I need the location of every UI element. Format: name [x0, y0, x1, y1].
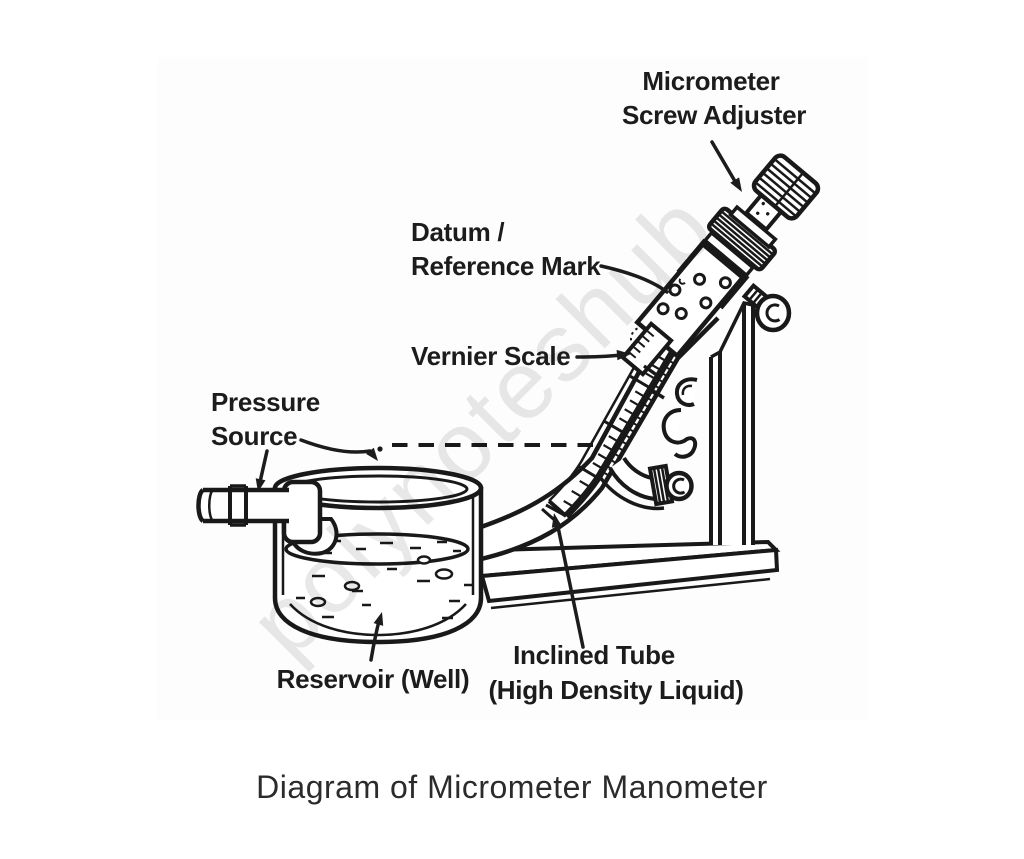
- stand-post: [709, 300, 755, 545]
- scale-major-ticks: [545, 375, 652, 518]
- liquid-body-dashes: [296, 567, 472, 620]
- reservoir-arrow: [369, 612, 384, 662]
- micrometer-arrow: [710, 140, 742, 192]
- label-pressure-line2: Source: [211, 421, 297, 451]
- diagram-labels: Micrometer Screw Adjuster Datum / Refere…: [211, 66, 807, 705]
- annotation-leaders: [255, 140, 742, 662]
- datum-dashed-line: [377, 443, 618, 452]
- side-lock-knob: [741, 282, 792, 333]
- label-datum-line1: Datum /: [411, 217, 504, 247]
- label-inclined-line1: Inclined Tube: [513, 640, 675, 670]
- scale-minor-ticks: [563, 354, 668, 508]
- sleeve-bracket: [642, 364, 665, 400]
- clamp-knurled-knob: [647, 463, 694, 507]
- pressure-source-straight-arrow: [255, 449, 269, 492]
- scale-fine-ticks: [598, 353, 680, 484]
- micrometer-knurled-ring: [706, 206, 778, 272]
- vernier-sleeve: [620, 320, 674, 400]
- label-pressure-line1: Pressure: [211, 387, 320, 417]
- label-micrometer-line2: Screw Adjuster: [622, 100, 806, 130]
- label-micrometer-line1: Micrometer: [642, 66, 779, 96]
- micrometer-assembly: [634, 153, 821, 359]
- label-datum-line2: Reference Mark: [411, 251, 601, 281]
- figure-caption: Diagram of Micrometer Manometer: [256, 769, 768, 805]
- datum-leader: [599, 264, 669, 294]
- label-vernier-scale: Vernier Scale: [411, 341, 570, 371]
- pressure-source-curved-arrow: [299, 438, 378, 461]
- pressure-inlet-pipe: [196, 479, 339, 556]
- vernier-arrow: [575, 349, 631, 361]
- inclined-tube-arrow: [551, 513, 585, 649]
- micrometer-screw-cap: [751, 153, 821, 221]
- datum-reference-carriage: [634, 241, 746, 359]
- label-inclined-line2: (High Density Liquid): [488, 675, 743, 705]
- liquid-bubbles: [309, 555, 454, 608]
- clamp-hooks: [661, 377, 698, 459]
- stand-base: [457, 539, 781, 610]
- tube-scale-ruler: [541, 329, 680, 526]
- label-reservoir: Reservoir (Well): [277, 664, 470, 694]
